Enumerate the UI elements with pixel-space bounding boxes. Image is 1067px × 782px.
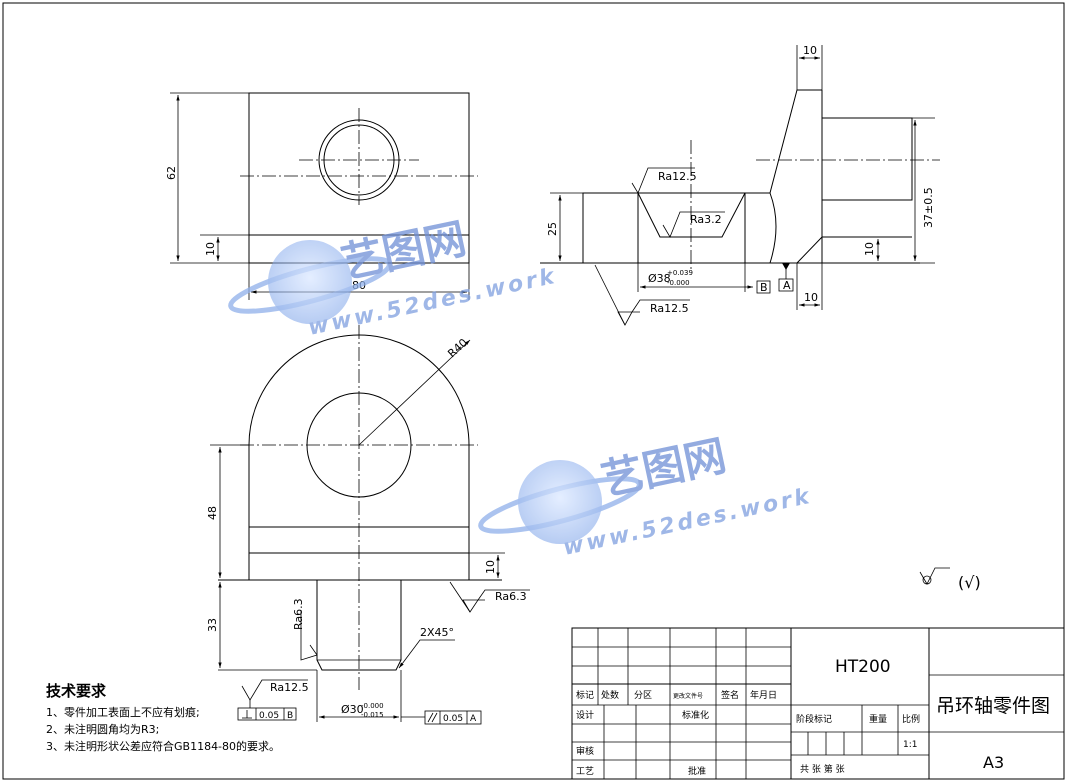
section-dim-height: 25 xyxy=(546,222,559,236)
front-rough-step: Ra6.3 xyxy=(495,590,527,603)
top-view-dim-lower: 10 xyxy=(204,242,217,256)
tb-ratio: 比例 xyxy=(902,713,920,725)
tol-par-value: 0.05 xyxy=(443,714,463,724)
tb-part-name: 吊环轴零件图 xyxy=(936,695,1050,717)
tb-scale: 1:1 xyxy=(903,740,917,750)
tb-approve: 批准 xyxy=(688,765,706,777)
top-view-outline xyxy=(248,92,470,264)
front-rough-shaft: Ra6.3 xyxy=(292,598,305,630)
tb-design: 设计 xyxy=(576,709,594,721)
datum-b-label: B xyxy=(760,281,768,294)
section-hatch-right xyxy=(744,192,777,264)
tol-perp-datum: B xyxy=(287,711,293,721)
watermark-2: 艺图网 www.52des.work xyxy=(478,431,814,561)
tb-stage-mark: 阶段标记 xyxy=(796,713,832,725)
tb-zone: 分区 xyxy=(634,690,652,701)
tb-count: 处数 xyxy=(601,689,619,701)
notes-item-3: 3、未注明形状公差应符合GB1184-80的要求。 xyxy=(46,739,280,753)
tb-weight: 重量 xyxy=(869,713,887,725)
general-roughness: (√) xyxy=(919,567,981,592)
section-dim-bore-tol-upper: +0.039 xyxy=(667,269,693,277)
front-dim-radius: R40 xyxy=(445,336,470,360)
datum-a-box xyxy=(778,278,794,292)
tol-par-datum: A xyxy=(470,714,477,724)
watermark-brand: 艺图网 xyxy=(597,431,730,505)
tb-date: 年月日 xyxy=(750,689,777,701)
tol-par-frame xyxy=(424,710,482,725)
datum-a-label: A xyxy=(783,279,791,292)
tb-material: HT200 xyxy=(835,657,891,677)
front-dim-shaft-dia: Ø30 xyxy=(341,703,364,716)
tb-sign: 签名 xyxy=(721,689,739,701)
notes-item-1: 1、零件加工表面上不应有划痕; xyxy=(46,705,200,719)
front-dim-chamfer: 2X45° xyxy=(420,626,454,639)
front-dim-step: 10 xyxy=(484,560,497,574)
section-dim-bore: Ø38 xyxy=(648,272,671,285)
front-view-shaft xyxy=(316,580,402,671)
front-view-outline xyxy=(248,334,470,581)
tb-doc-no: 更改文件号 xyxy=(673,692,703,700)
technical-notes: 技术要求 1、零件加工表面上不应有划痕; 2、未注明圆角均为R3; 3、未注明形… xyxy=(46,682,280,753)
top-view-dim-height: 62 xyxy=(165,166,178,180)
front-view: R40 48 33 10 Ra6.3 Ra6.3 2X45° Ra12.5 xyxy=(206,325,530,725)
front-dim-shaft: 33 xyxy=(206,618,219,632)
section-dim-right-lower: 10 xyxy=(863,242,876,256)
title-block: 标记 处数 分区 更改文件号 签名 年月日 设计 标准化 审核 工艺 批准 阶段… xyxy=(571,627,1065,780)
tb-process: 工艺 xyxy=(576,766,594,777)
datum-b-box xyxy=(756,280,771,294)
tb-check: 审核 xyxy=(576,745,594,757)
section-dim-bottom-width: 10 xyxy=(804,291,818,304)
watermark-globe-icon xyxy=(268,240,352,324)
front-dim-shaft-tol-lower: -0.015 xyxy=(361,711,384,719)
section-rough-top: Ra12.5 xyxy=(658,170,697,183)
watermark-1: 艺图网 www.52des.work xyxy=(228,214,559,341)
general-roughness-symbol: (√) xyxy=(958,573,981,592)
tb-standardize: 标准化 xyxy=(682,709,709,721)
section-rough-inner: Ra3.2 xyxy=(690,213,722,226)
front-dim-shaft-tol-upper: -0.000 xyxy=(361,702,384,710)
watermark-brand: 艺图网 xyxy=(337,214,470,288)
section-dim-right-vertical: 37±0.5 xyxy=(922,187,935,228)
notes-title: 技术要求 xyxy=(46,682,107,700)
section-hatch-left xyxy=(582,192,639,264)
tb-mark: 标记 xyxy=(576,689,594,701)
tb-sheet-size: A3 xyxy=(983,753,1004,772)
front-dim-body: 48 xyxy=(206,506,219,520)
notes-item-2: 2、未注明圆角均为R3; xyxy=(46,722,159,736)
section-boss xyxy=(821,117,913,201)
tol-perp-value: 0.05 xyxy=(259,711,279,721)
tol-perp-frame xyxy=(237,707,297,721)
section-rough-bottom: Ra12.5 xyxy=(650,302,689,315)
section-dim-top-width: 10 xyxy=(803,44,817,57)
watermark-globe-icon xyxy=(518,460,602,544)
top-view: 62 10 80 xyxy=(165,92,478,300)
section-dim-bore-tol-lower: -0.000 xyxy=(667,279,690,287)
tb-sheets: 共 张 第 张 xyxy=(800,763,845,775)
section-view: 10 25 37±0.5 10 10 Ø38 +0.039 -0.000 B A… xyxy=(540,44,940,326)
front-rough-bottom: Ra12.5 xyxy=(270,681,309,694)
